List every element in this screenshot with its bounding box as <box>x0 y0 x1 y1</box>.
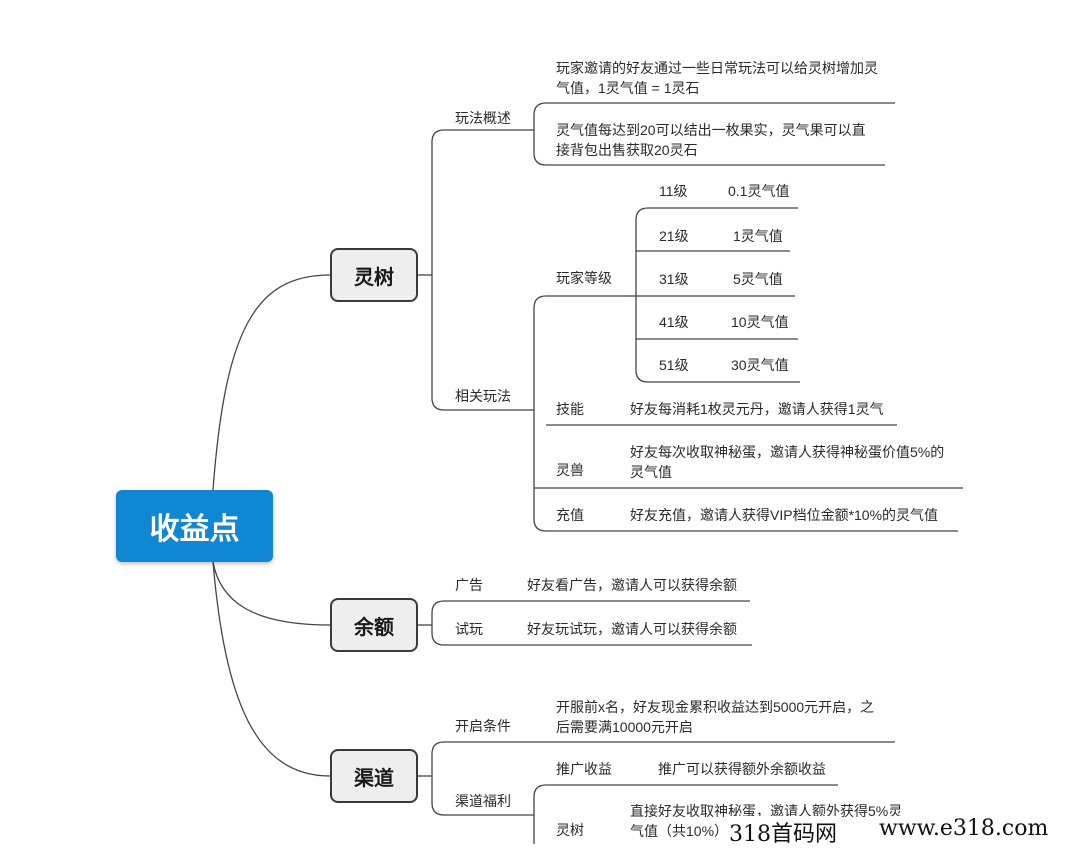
level-row-5-value: 30灵气值 <box>731 357 789 373</box>
trial-label: 试玩 <box>455 621 483 637</box>
level-row-1-level: 11级 <box>659 183 688 199</box>
recharge-desc: 好友充值，邀请人获得VIP档位金额*10%的灵气值 <box>630 507 939 523</box>
overview-item-2-line-1: 灵气值每达到20可以结出一枚果实，灵气果可以直 <box>556 122 866 138</box>
ad-desc: 好友看广告，邀请人可以获得余额 <box>527 577 737 593</box>
watermark-brand: 318首码网 <box>727 816 839 848</box>
skill-label: 技能 <box>556 401 584 417</box>
root-node: 收益点 <box>116 490 273 562</box>
beast-desc-line-2: 灵气值 <box>630 464 672 480</box>
branch-yue: 余额 <box>330 598 418 652</box>
benefit-label: 渠道福利 <box>455 793 511 809</box>
overview-label: 玩法概述 <box>455 110 511 126</box>
branch-qudao: 渠道 <box>330 749 418 803</box>
levels-label: 玩家等级 <box>556 270 612 286</box>
watermark-url: www.e318.com <box>877 816 1051 841</box>
level-row-5-level: 51级 <box>659 357 689 373</box>
promo-label: 推广收益 <box>556 761 612 777</box>
skill-desc: 好友每消耗1枚灵元丹，邀请人获得1灵气 <box>630 401 884 417</box>
level-row-3-level: 31级 <box>659 271 689 287</box>
open-desc-line-2: 后需要满10000元开启 <box>556 719 693 735</box>
recharge-label: 充值 <box>556 507 584 523</box>
level-row-1-value: 0.1灵气值 <box>728 183 790 199</box>
related-label: 相关玩法 <box>455 388 511 404</box>
tree-label: 灵树 <box>556 822 584 838</box>
open-label: 开启条件 <box>455 718 511 734</box>
level-row-2-value: 1灵气值 <box>733 228 783 244</box>
branch-lingshu: 灵树 <box>330 248 418 302</box>
ad-label: 广告 <box>455 577 483 593</box>
promo-desc: 推广可以获得额外余额收益 <box>658 761 826 777</box>
open-desc-line-1: 开服前x名，好友现金累积收益达到5000元开启，之 <box>556 699 875 715</box>
level-row-3-value: 5灵气值 <box>733 271 783 287</box>
level-row-4-level: 41级 <box>659 314 689 330</box>
tree-desc-line-2: 气值（共10%） <box>630 823 729 839</box>
beast-label: 灵兽 <box>556 462 584 478</box>
overview-item-1-line-2: 气值，1灵气值 = 1灵石 <box>556 80 700 96</box>
overview-item-1-line-1: 玩家邀请的好友通过一些日常玩法可以给灵树增加灵 <box>556 60 878 76</box>
overview-item-2-line-2: 接背包出售获取20灵石 <box>556 142 698 158</box>
tree-desc-line-1: 直接好友收取神秘蛋，邀请人额外获得5%灵 <box>630 803 903 819</box>
trial-desc: 好友玩试玩，邀请人可以获得余额 <box>527 621 737 637</box>
beast-desc-line-1: 好友每次收取神秘蛋，邀请人获得神秘蛋价值5%的 <box>630 444 945 460</box>
level-row-2-level: 21级 <box>659 228 689 244</box>
level-row-4-value: 10灵气值 <box>731 314 789 330</box>
